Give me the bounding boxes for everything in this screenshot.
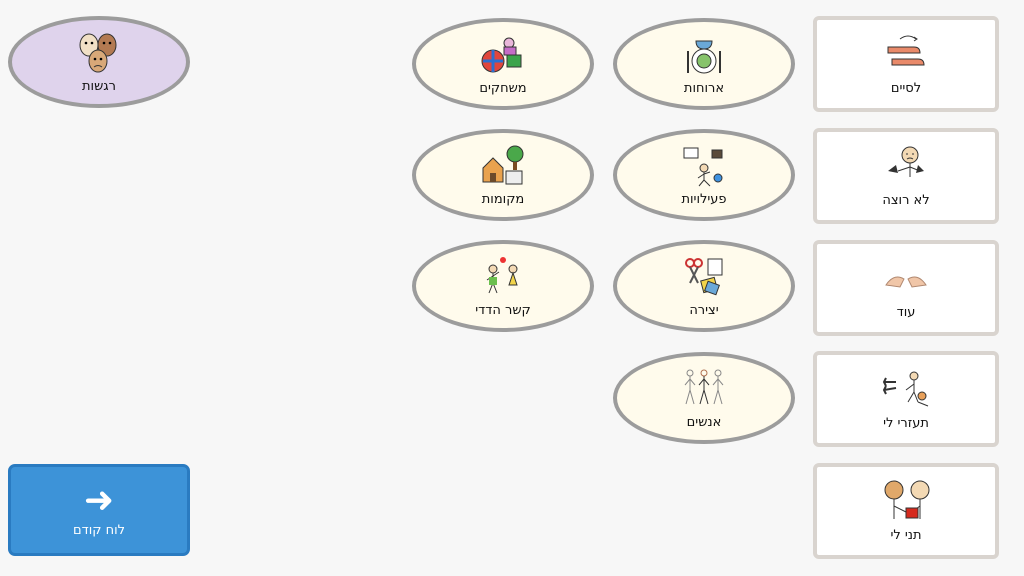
button-help-me[interactable]: תעזרי לי: [813, 351, 999, 447]
tile-craft-label: יצירה: [689, 302, 719, 318]
faces-icon: [79, 33, 117, 72]
arrow-right-icon: ➜: [83, 479, 115, 521]
tile-games[interactable]: משחקים: [412, 18, 594, 110]
tile-activities-label: פעילויות: [681, 191, 727, 207]
finished-sign-icon: [887, 35, 925, 65]
button-finish-label: לסיים: [890, 80, 922, 96]
tile-places[interactable]: מקומות: [412, 129, 594, 221]
craft-icon: [685, 257, 723, 295]
tile-places-label: מקומות: [481, 191, 525, 207]
meal-icon: [687, 40, 721, 73]
button-more[interactable]: עוד: [813, 240, 999, 336]
help-icon: [882, 371, 929, 406]
tile-social[interactable]: קשר הדדי: [412, 240, 594, 332]
button-dont-want-label: לא רוצה: [882, 192, 930, 208]
tile-meals[interactable]: ארוחות: [613, 18, 795, 110]
button-help-me-label: תעזרי לי: [883, 415, 929, 431]
places-icon: [482, 145, 524, 184]
tile-social-label: קשר הדדי: [475, 302, 531, 318]
tile-games-label: משחקים: [479, 80, 527, 96]
people-icon: [684, 369, 724, 404]
tile-meals-label: ארוחות: [683, 80, 725, 96]
activities-icon: [683, 147, 723, 186]
tile-feelings-label: רגשות: [82, 78, 116, 94]
button-give-me-label: תני לי: [890, 527, 922, 543]
previous-board-button[interactable]: ➜ לוח קודם: [8, 464, 190, 556]
kids-playing-icon: [486, 256, 518, 293]
more-sign-icon: [885, 276, 927, 288]
tile-people[interactable]: אנשים: [613, 352, 795, 444]
give-icon: [884, 480, 930, 519]
button-give-me[interactable]: תני לי: [813, 463, 999, 559]
button-dont-want[interactable]: לא רוצה: [813, 128, 999, 224]
button-finish[interactable]: לסיים: [813, 16, 999, 112]
previous-board-label: לוח קודם: [72, 522, 126, 538]
button-more-label: עוד: [896, 304, 916, 320]
tile-craft[interactable]: יצירה: [613, 240, 795, 332]
tile-people-label: אנשים: [686, 414, 722, 430]
refuse-icon: [888, 146, 924, 177]
tile-activities[interactable]: פעילויות: [613, 129, 795, 221]
tile-feelings[interactable]: רגשות: [8, 16, 190, 108]
toys-icon: [481, 37, 522, 72]
